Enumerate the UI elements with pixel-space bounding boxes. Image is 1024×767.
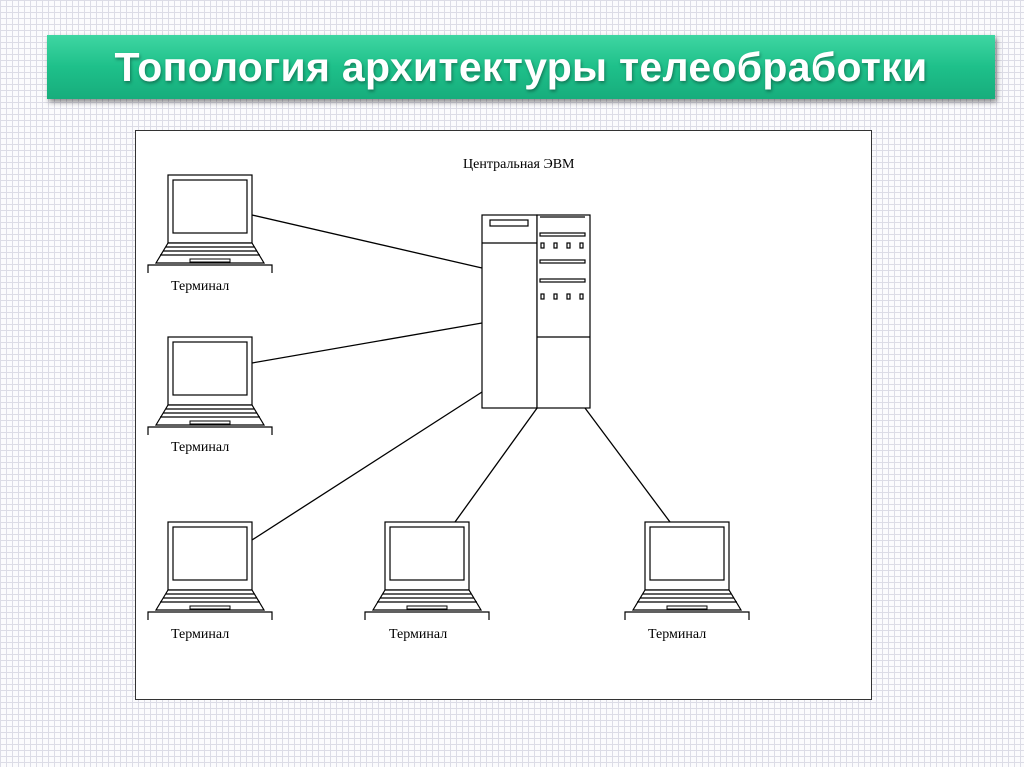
link-terminal-3 [251,391,483,541]
terminal-label: Терминал [171,440,230,455]
laptop-icon [624,521,750,621]
connection-lines [251,214,671,541]
central-computer-label: Центральная ЭВМ [463,157,575,172]
terminal-label: Терминал [171,627,230,642]
link-terminal-2 [251,322,483,364]
terminal-label: Терминал [389,627,448,642]
slide-title: Топология архитектуры телеобработки [114,43,928,90]
laptop-icon [147,174,273,274]
terminal-label: Терминал [171,279,230,294]
link-terminal-4 [454,403,541,523]
laptop-icon [147,521,273,621]
terminal-label: Терминал [648,627,707,642]
laptop-icon [147,336,273,436]
link-terminal-1 [251,214,483,269]
laptop-icon [364,521,490,621]
title-banner: Топология архитектуры телеобработки [47,35,995,99]
central-computer-icon [481,214,591,409]
link-terminal-5 [581,403,671,523]
